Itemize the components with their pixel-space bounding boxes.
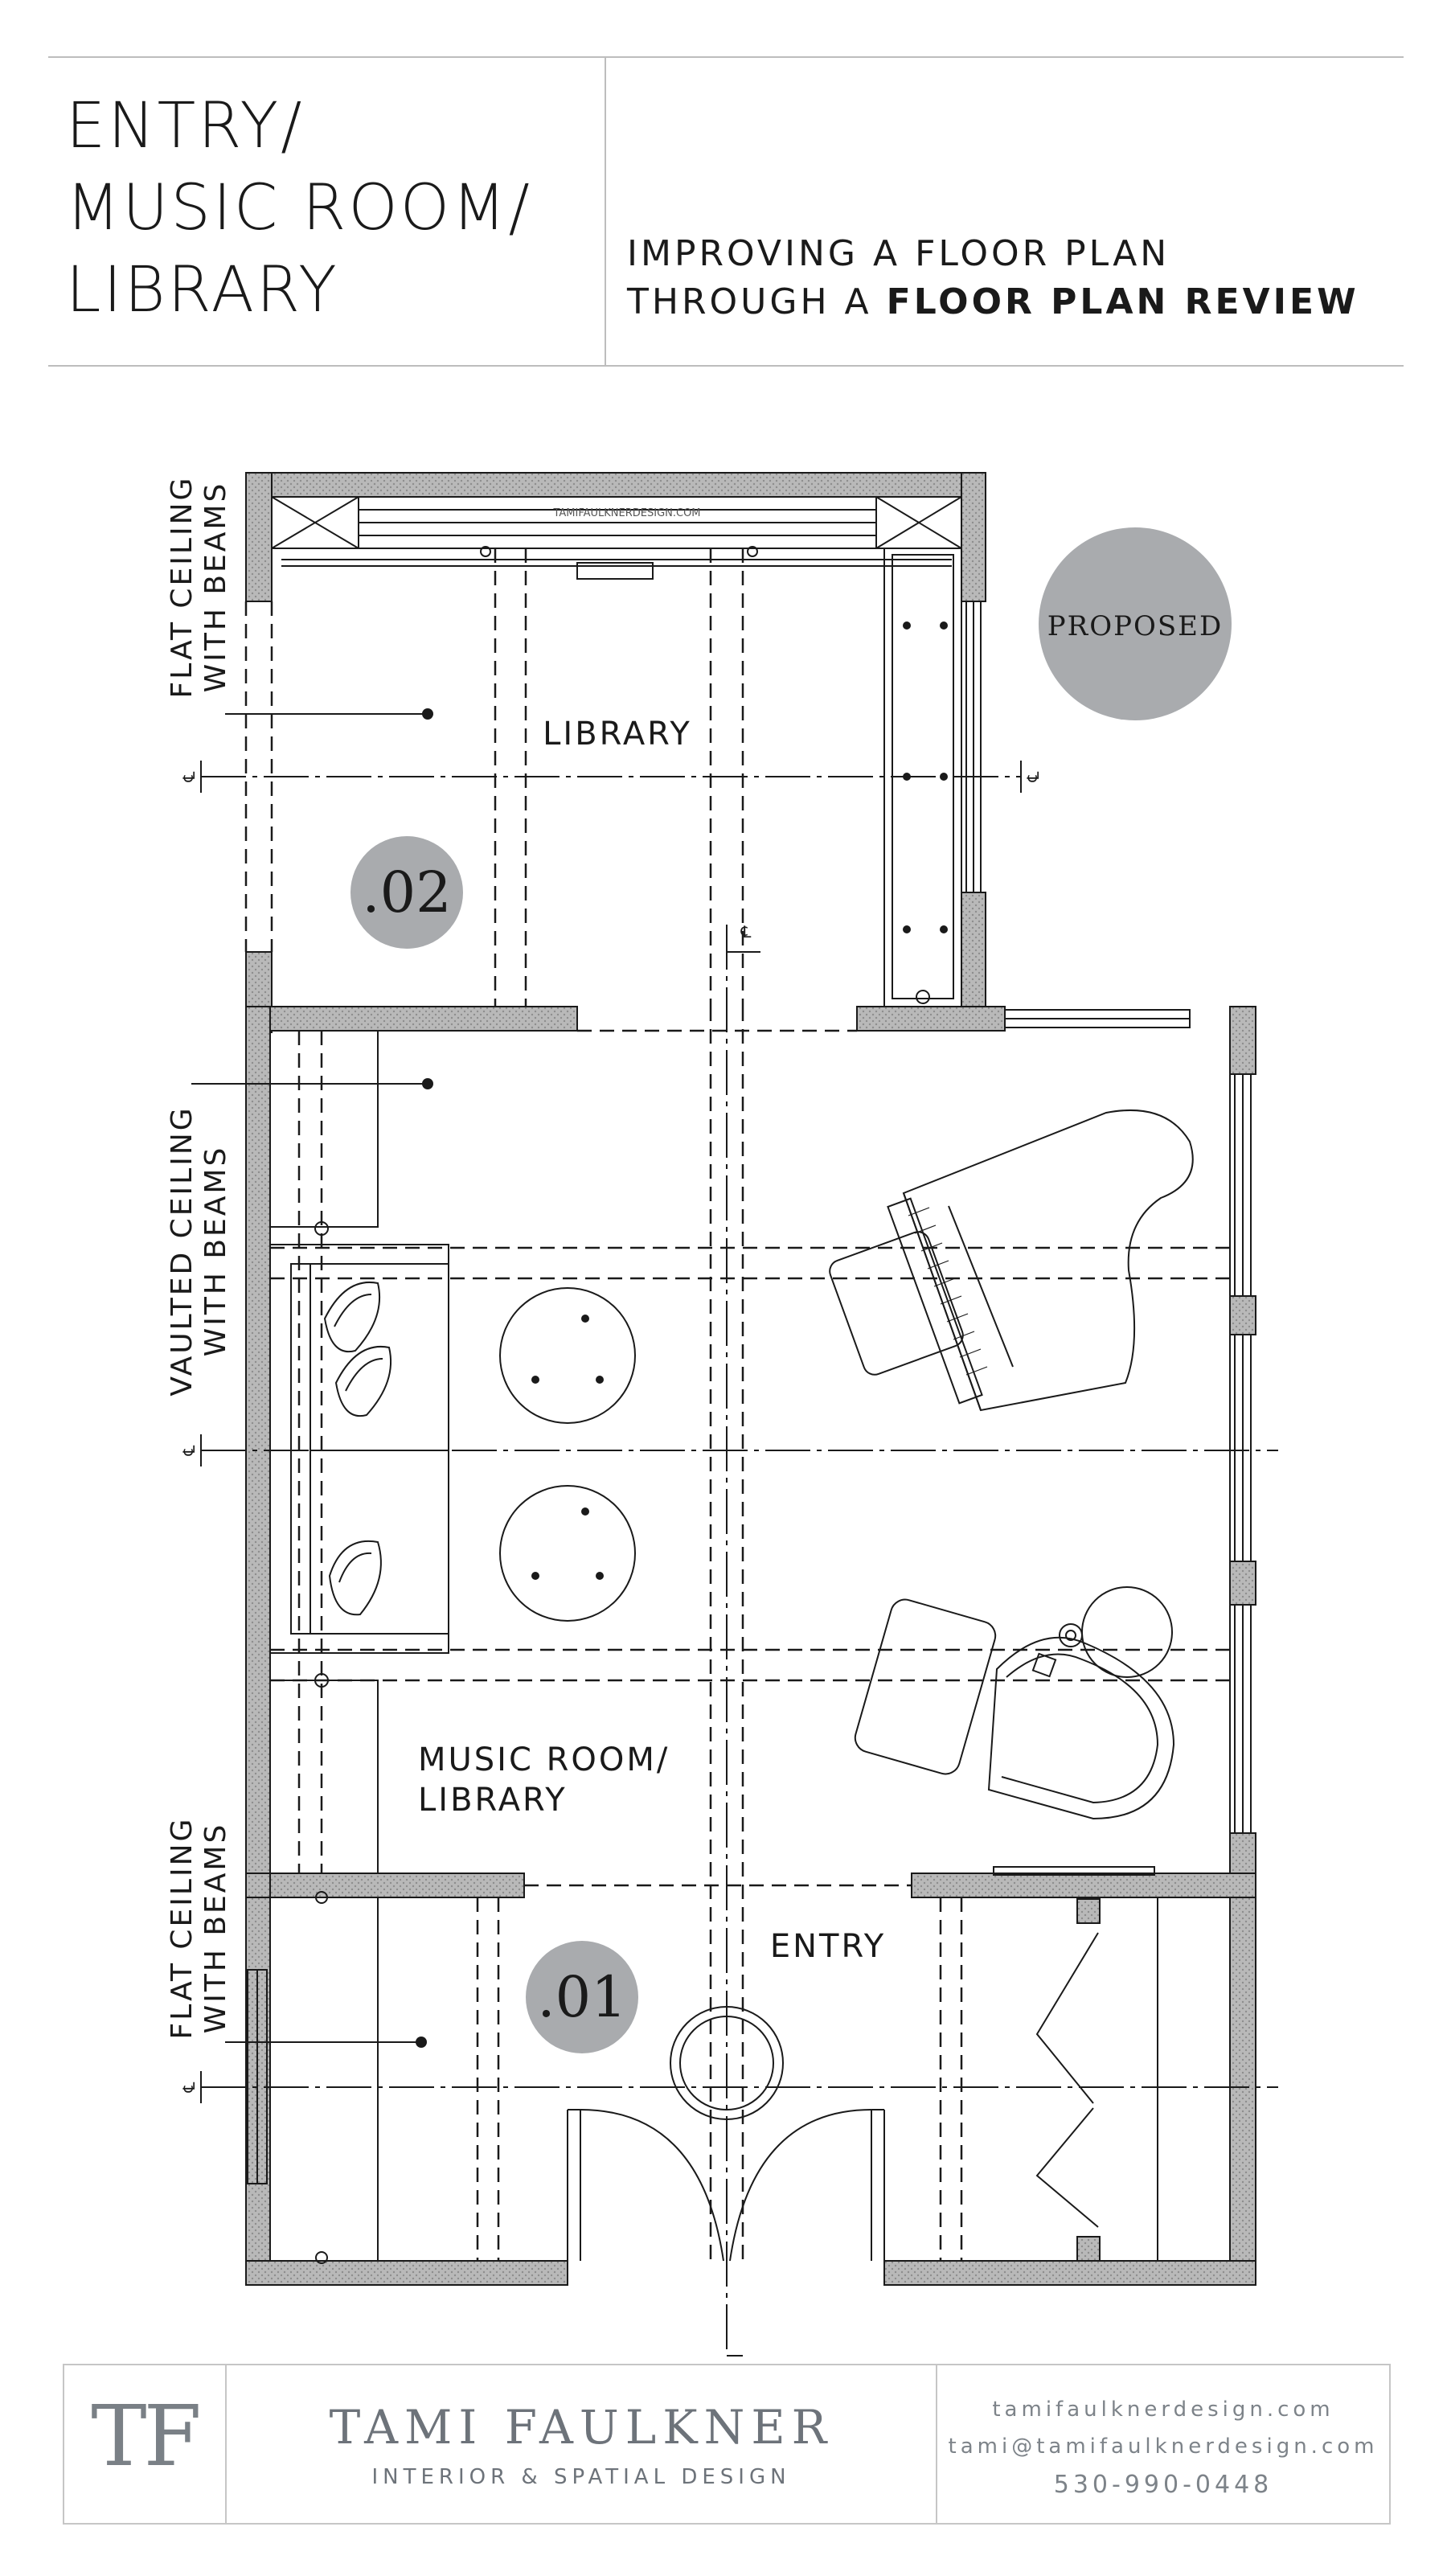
music-wall-right-3 [1229,1561,1256,1606]
svg-text:℄: ℄ [740,922,752,941]
armchair-left [854,1598,997,1775]
marker-02-label: .02 [362,859,451,925]
piano-key-lines [908,1207,988,1376]
proposed-badge [1039,527,1232,720]
header: ENTRY/ MUSIC ROOM/ LIBRARY IMPROVING A F… [48,56,1404,367]
proposed-badge-label: PROPOSED [1047,610,1223,642]
centerline-marks: ℄ ℄ ℄ ℄ ℄ [179,771,1043,2093]
beam-lines [244,548,1230,2261]
watermark: TAMIFAULKNERDESIGN.COM [552,507,700,519]
ceiling-note-vaulted-1: VAULTED CEILING [166,1105,199,1396]
marker-01-badge [526,1941,638,2053]
subtitle-line-1: IMPROVING A FLOOR PLAN [627,233,1170,274]
armchair-right [987,1636,1175,1820]
ceiling-note-bottom-2: WITH BEAMS [199,1823,232,2034]
ottoman-bottom [499,1485,636,1622]
library-wall-bottom-left [245,1006,578,1032]
svg-text:℄: ℄ [179,2082,199,2093]
subtitle-line-2: THROUGH A FLOOR PLAN REVIEW [627,285,1359,320]
library-wall-top [245,472,986,498]
page-title-line-1: ENTRY/ [66,90,305,162]
brand-tagline: INTERIOR & SPATIAL DESIGN [371,2465,791,2489]
marker-02-badge [350,836,463,949]
sofa-pillows [323,1282,392,1616]
built-in-cabinet-bottom [269,1680,379,1874]
footer-divider-left [225,2365,227,2523]
music-wall-right-2 [1229,1295,1256,1335]
grand-piano [829,1110,1194,1412]
room-label-music-1: MUSIC ROOM/ [418,1741,670,1778]
library-ladder [576,562,654,580]
footer-divider-right [936,2365,937,2523]
badges: PROPOSED .02 .01 [350,527,1232,2053]
contact-phone: 530-990-0448 [1053,2471,1273,2499]
library-wall-left-upper [245,472,273,602]
subtitle-line-2-bold: FLOOR PLAN REVIEW [886,281,1359,322]
sofa [269,1244,449,1654]
marker-01-label: .01 [537,1964,626,2030]
contact-website-link[interactable]: tamifaulknerdesign.com [992,2398,1334,2422]
built-in-cabinet-top [269,1030,379,1228]
library-wall-right-upper [961,472,986,602]
room-label-entry: ENTRY [770,1928,886,1965]
windows [247,601,1252,2184]
ottoman-legs [531,1315,604,1580]
entry-window-top [993,1866,1155,1876]
lamp [1059,1623,1083,1647]
brand-name: TAMI FAULKNER [329,2400,834,2455]
library-wall-bottom-right [856,1006,1006,1032]
inner-wall-lines [269,1031,1231,2261]
room-labels: LIBRARY MUSIC ROOM/ LIBRARY ENTRY [418,716,886,1965]
ceiling-note-bottom-1: FLAT CEILING [166,1817,199,2040]
library-bookshelf [271,496,962,1007]
entry-items [315,1891,1158,2264]
entry-door-swing-left [580,2109,724,2262]
music-builtins [269,1030,449,1874]
ceiling-note-vaulted-2: WITH BEAMS [199,1146,232,1357]
ceiling-note-top-1: FLAT CEILING [166,476,199,699]
centerline-ticks [200,761,1022,2357]
ceiling-note-top-2: WITH BEAMS [199,482,232,693]
room-label-library: LIBRARY [543,716,692,753]
armchair-group [854,1586,1175,1820]
entry-wall-top-left [245,1873,525,1898]
entry-wall-bottom-right [883,2260,1256,2286]
leader-dots [416,708,433,2048]
music-wall-right-4 [1229,1832,1256,2286]
contact-email-link[interactable]: tami@tamifaulknerdesign.com [948,2434,1379,2459]
entry-door-swing-right [729,2109,872,2262]
svg-text:℄: ℄ [1023,771,1043,782]
svg-text:℄: ℄ [179,771,199,782]
entry-wall-bottom-left [245,2260,568,2286]
side-table [1081,1586,1173,1678]
ottomans [499,1287,636,1622]
leader-lines [191,713,428,2043]
entry-round-table [670,2006,784,2120]
header-divider [605,58,606,365]
footer: TF TAMI FAULKNER INTERIOR & SPATIAL DESI… [63,2364,1391,2525]
piano-bench [829,1231,964,1376]
ceiling-notes: FLAT CEILING WITH BEAMS VAULTED CEILING … [166,476,232,2040]
closet-door-upper [1035,1932,1099,2104]
brand-monogram-logo: TF [91,2387,202,2485]
library-wall-right-lower [961,892,986,1007]
piano-keys [887,1197,983,1405]
page-title-line-3: LIBRARY [66,254,339,326]
ottoman-top [499,1287,636,1424]
page-title-line-2: MUSIC ROOM/ [66,172,532,244]
svg-text:℄: ℄ [179,1445,199,1456]
walls [245,472,1256,2286]
subtitle-line-2-prefix: THROUGH A [627,281,887,322]
closet-door-lower [1035,2107,1099,2228]
room-label-music-2: LIBRARY [418,1782,568,1819]
music-wall-right-1 [1229,1006,1256,1075]
entry-wall-top-right [911,1873,1256,1898]
